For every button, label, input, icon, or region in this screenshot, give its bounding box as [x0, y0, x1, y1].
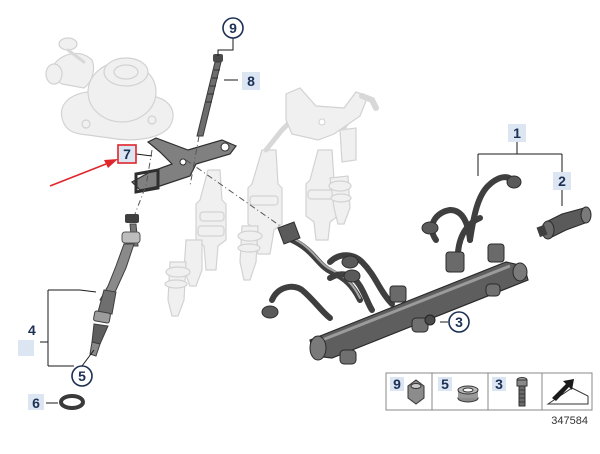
callout-6[interactable]: 6 [28, 394, 44, 411]
bolt-8 [196, 54, 223, 137]
svg-text:9: 9 [393, 376, 401, 392]
callout-7[interactable]: 7 [117, 144, 137, 164]
ghost-high-pressure-pump [45, 37, 174, 141]
callout-9[interactable]: 9 [222, 17, 244, 39]
ghost-injector-bracket [285, 87, 379, 141]
legend-cell-3[interactable]: 3 [492, 376, 528, 407]
ghost-injectors [164, 93, 363, 317]
callout-2[interactable]: 2 [553, 172, 571, 190]
injector-4 [89, 214, 141, 357]
callout-8[interactable]: 8 [242, 72, 260, 90]
svg-text:6: 6 [32, 395, 40, 411]
diagram-number: 347584 [551, 415, 588, 427]
fuel-rail-3 [309, 243, 529, 365]
legend-cell-9[interactable]: 9 [390, 376, 425, 405]
svg-text:4: 4 [28, 322, 36, 338]
seal-ring-6 [59, 394, 85, 410]
callout-1[interactable]: 1 [508, 124, 526, 142]
callout-4[interactable]: 4 [18, 322, 36, 356]
holder-bracket-7 [131, 137, 237, 194]
svg-text:5: 5 [78, 368, 86, 384]
callout-3[interactable]: 3 [448, 311, 470, 333]
svg-text:8: 8 [247, 73, 255, 89]
svg-text:1: 1 [513, 125, 521, 141]
callout-5[interactable]: 5 [71, 365, 93, 387]
svg-text:3: 3 [455, 314, 463, 330]
leader-lines [40, 38, 563, 404]
highlight-arrow [49, 159, 118, 187]
pressure-sensor-2 [536, 206, 592, 240]
svg-text:9: 9 [229, 20, 237, 36]
legend-table: 9 5 3 [385, 372, 593, 411]
legend-cell-5[interactable]: 5 [438, 376, 479, 403]
svg-text:2: 2 [558, 173, 566, 189]
fuel-line-fittings [261, 175, 522, 319]
svg-text:5: 5 [441, 376, 449, 392]
disassembly-symbol-icon [546, 379, 589, 405]
svg-text:3: 3 [495, 376, 503, 392]
svg-text:7: 7 [123, 146, 131, 162]
alignment-lines [134, 135, 287, 231]
